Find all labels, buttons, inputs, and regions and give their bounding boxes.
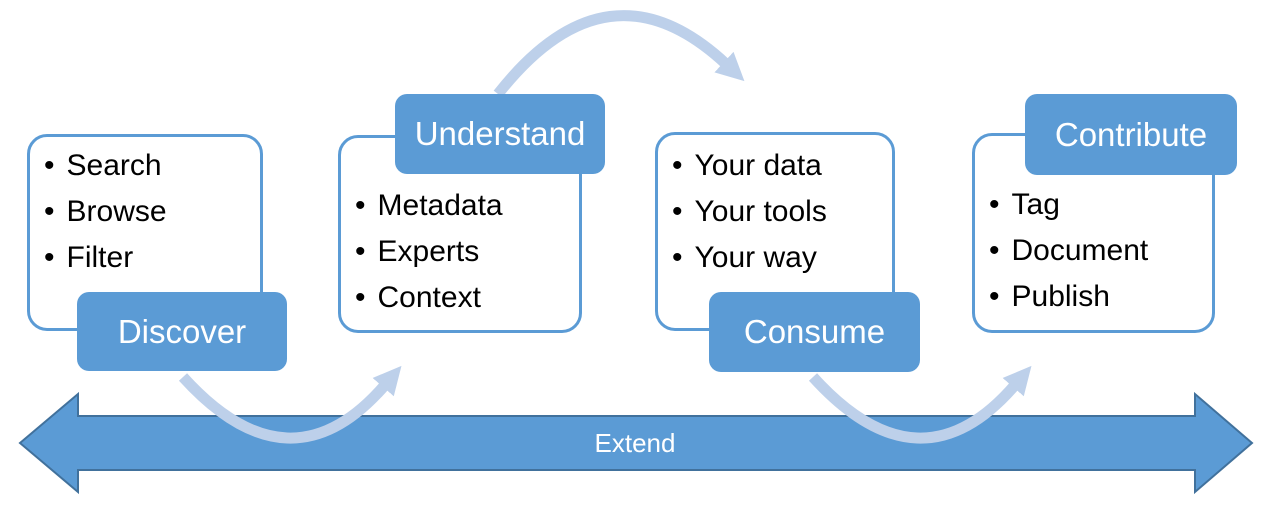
arc-understand-to-consume bbox=[493, 10, 745, 98]
list-item-label: Document bbox=[1011, 234, 1149, 267]
list-item-label: Experts bbox=[377, 235, 480, 268]
list-item-label: Publish bbox=[1011, 280, 1110, 313]
arc-discover-to-understand bbox=[178, 365, 402, 444]
list-item-label: Your tools bbox=[694, 195, 827, 228]
list-item: • Your tools bbox=[658, 189, 892, 235]
list-item: • Experts bbox=[341, 229, 579, 275]
stage-label-consume: Consume bbox=[709, 292, 920, 372]
bullet-icon: • bbox=[355, 189, 366, 222]
list-item: • Context bbox=[341, 275, 579, 321]
list-item-label: Tag bbox=[1011, 188, 1060, 221]
list-item-label: Search bbox=[66, 149, 162, 182]
list-item-label: Context bbox=[377, 281, 481, 314]
list-item: • Metadata bbox=[341, 183, 579, 229]
list-item-label: Your data bbox=[694, 149, 822, 182]
stage-label-contribute: Contribute bbox=[1025, 94, 1237, 175]
bullet-icon: • bbox=[44, 195, 55, 228]
list-item: • Your way bbox=[658, 235, 892, 281]
bullet-icon: • bbox=[355, 235, 366, 268]
list-item: • Publish bbox=[975, 274, 1212, 320]
stage-label-understand: Understand bbox=[395, 94, 605, 174]
arc-consume-to-contribute bbox=[808, 365, 1032, 444]
list-item: • Tag bbox=[975, 182, 1212, 228]
list-item: • Filter bbox=[30, 235, 260, 281]
extend-arrow-label: Extend bbox=[594, 427, 676, 458]
list-item-label: Browse bbox=[66, 195, 167, 228]
stage-label-discover: Discover bbox=[77, 292, 287, 371]
list-item: • Your data bbox=[658, 143, 892, 189]
bullet-icon: • bbox=[44, 241, 55, 274]
bullet-icon: • bbox=[355, 281, 366, 314]
list-item: • Document bbox=[975, 228, 1212, 274]
list-item-label: Metadata bbox=[377, 189, 503, 222]
bullet-icon: • bbox=[989, 280, 1000, 313]
bullet-icon: • bbox=[989, 188, 1000, 221]
extend-double-arrow-shape bbox=[18, 391, 1254, 495]
list-item-label: Your way bbox=[694, 241, 817, 274]
list-item-label: Filter bbox=[66, 241, 134, 274]
bullet-icon: • bbox=[672, 195, 683, 228]
list-item: • Search bbox=[30, 143, 260, 189]
bullet-icon: • bbox=[989, 234, 1000, 267]
bullet-icon: • bbox=[672, 149, 683, 182]
bullet-icon: • bbox=[672, 241, 683, 274]
bullet-icon: • bbox=[44, 149, 55, 182]
list-item: • Browse bbox=[30, 189, 260, 235]
